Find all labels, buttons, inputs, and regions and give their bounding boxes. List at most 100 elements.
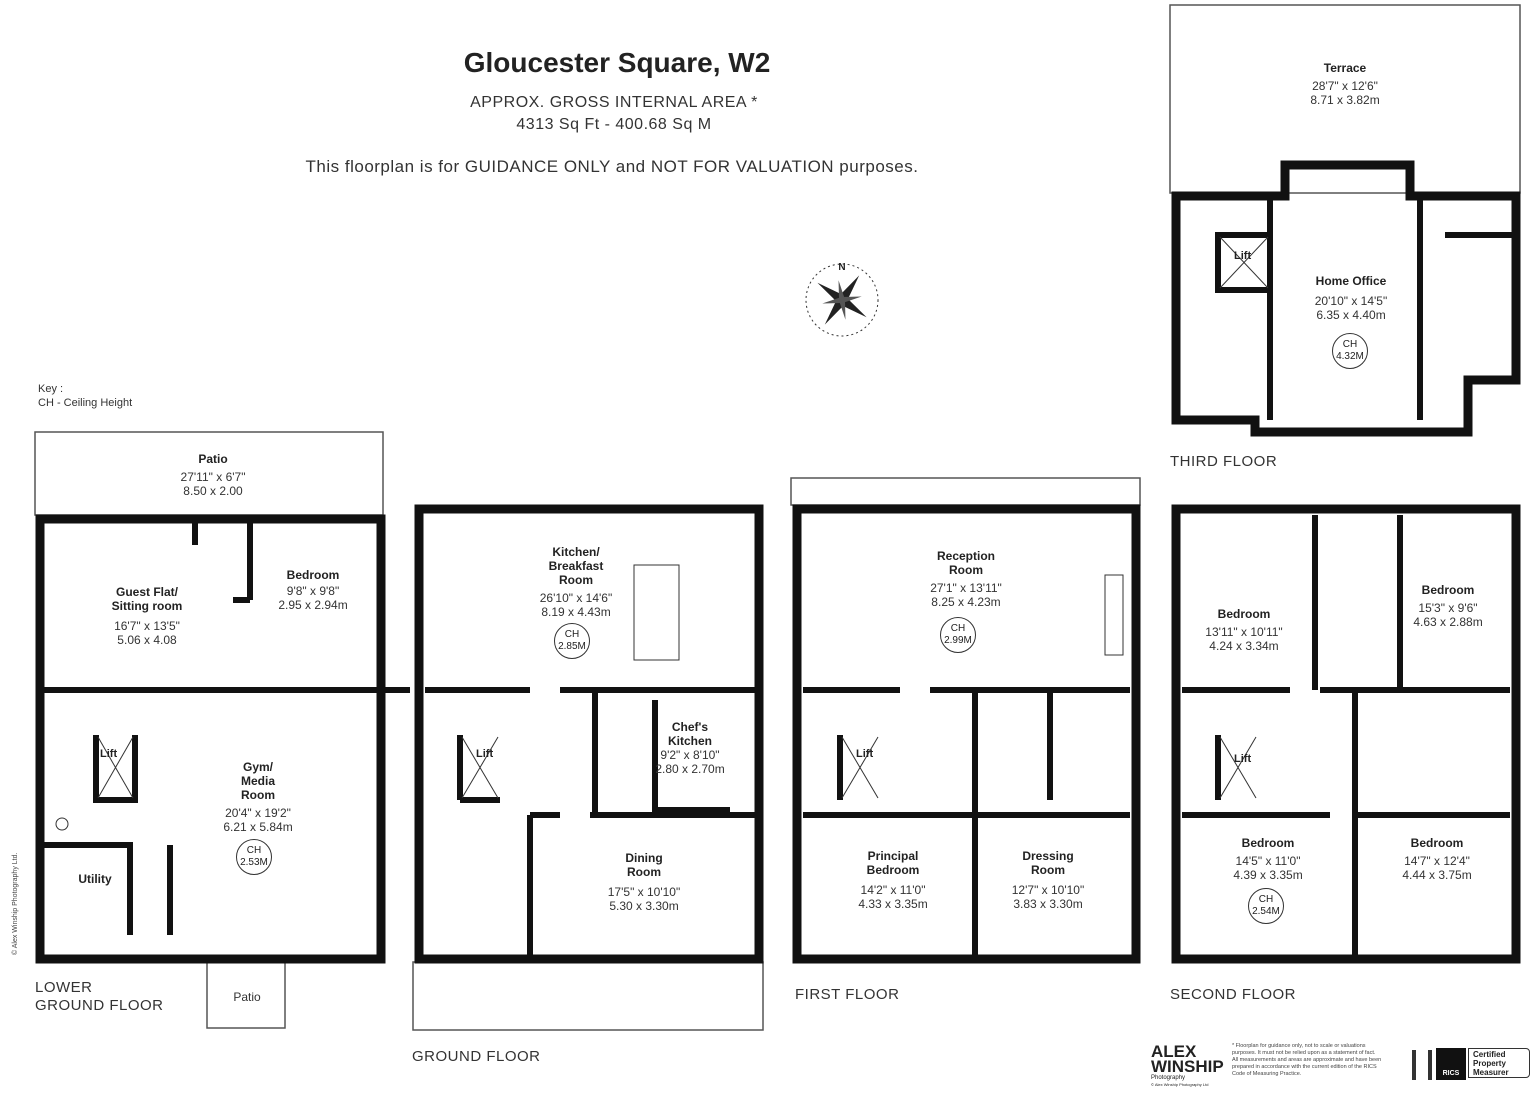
room-metric: 2.80 x 2.70m bbox=[655, 762, 725, 776]
room-gym-media: Gym/ Media Room 20'4" x 19'2" 6.21 x 5.8… bbox=[223, 760, 292, 834]
room-name-line2: Bedroom bbox=[866, 863, 920, 877]
room-metric: 4.63 x 2.88m bbox=[1413, 615, 1483, 629]
floor-label-third: THIRD FLOOR bbox=[1170, 453, 1278, 470]
room-imperial: 20'10" x 14'5" bbox=[1314, 294, 1388, 308]
room-imperial: 13'11" x 10'11" bbox=[1205, 625, 1283, 639]
room-metric: 4.24 x 3.34m bbox=[1209, 639, 1279, 653]
room-name-line2: Room bbox=[1031, 863, 1065, 877]
room-imperial: 15'3" x 9'6" bbox=[1418, 601, 1478, 615]
area-value: 4313 Sq Ft - 400.68 Sq M bbox=[516, 116, 712, 133]
room-name-line2: Sitting room bbox=[111, 599, 183, 613]
room-name: Dining bbox=[625, 851, 663, 865]
room-imperial: 28'7" x 12'6" bbox=[1312, 79, 1378, 93]
room-name: Dressing bbox=[1022, 849, 1074, 863]
rics-logo: RICS bbox=[1436, 1048, 1466, 1080]
room-name: Gym/ bbox=[242, 760, 273, 774]
room-name: Kitchen/ bbox=[552, 545, 600, 559]
ground-walls bbox=[414, 504, 764, 964]
floor-label-ground: GROUND FLOOR bbox=[412, 1048, 541, 1065]
footer-note: * Floorplan for guidance only, not to sc… bbox=[1232, 1043, 1382, 1077]
room-imperial: 27'1" x 13'11" bbox=[930, 581, 1002, 595]
room-imperial: 14'5" x 11'0" bbox=[1235, 854, 1301, 868]
room-name: Bedroom bbox=[1217, 607, 1271, 621]
room-imperial: 26'10" x 14'6" bbox=[539, 591, 613, 605]
lift-label: Lift bbox=[1234, 250, 1252, 262]
room-name: Bedroom bbox=[1410, 836, 1464, 850]
room-reception: Reception Room 27'1" x 13'11" 8.25 x 4.2… bbox=[930, 549, 1002, 609]
room-terrace: Terrace 28'7" x 12'6" 8.71 x 3.82m bbox=[1310, 61, 1379, 107]
room-metric: 5.30 x 3.30m bbox=[609, 899, 679, 913]
room-name: Bedroom bbox=[286, 568, 340, 582]
room-imperial: 9'8" x 9'8" bbox=[286, 584, 340, 598]
compass-north-label: N bbox=[838, 262, 846, 273]
room-imperial: 12'7" x 10'10" bbox=[1011, 883, 1085, 897]
room-name: Guest Flat/ bbox=[115, 585, 179, 599]
room-name-line2: Room bbox=[627, 865, 661, 879]
room-metric: 8.19 x 4.43m bbox=[541, 605, 611, 619]
room-imperial: 20'4" x 19'2" bbox=[225, 806, 291, 820]
terrace-outline bbox=[1169, 4, 1521, 194]
room-dining: Dining Room 17'5" x 10'10" 5.30 x 3.30m bbox=[608, 851, 681, 913]
room-metric: 8.25 x 4.23m bbox=[931, 595, 1001, 609]
room-imperial: 16'7" x 13'5" bbox=[114, 619, 180, 633]
second-walls bbox=[1171, 504, 1521, 964]
lift-label: Lift bbox=[100, 748, 118, 760]
room-second-bedroom-1: Bedroom 13'11" x 10'11" 4.24 x 3.34m bbox=[1205, 607, 1282, 653]
floor-label-first: FIRST FLOOR bbox=[795, 986, 900, 1003]
room-metric: 5.06 x 4.08 bbox=[117, 633, 177, 647]
room-name: Home Office bbox=[1315, 274, 1387, 288]
room-name-line2: Kitchen bbox=[667, 734, 712, 748]
room-second-bedroom-4: Bedroom 14'7" x 12'4" 4.44 x 3.75m bbox=[1402, 836, 1471, 882]
room-metric: 4.44 x 3.75m bbox=[1402, 868, 1472, 882]
lower-ground-walls bbox=[35, 514, 386, 964]
room-imperial: 14'7" x 12'4" bbox=[1404, 854, 1470, 868]
room-metric: 8.50 x 2.00 bbox=[183, 484, 243, 498]
room-lower-patio: Patio 27'11" x 6'7" 8.50 x 2.00 bbox=[181, 452, 246, 498]
room-metric: 4.33 x 3.35m bbox=[858, 897, 928, 911]
room-second-bedroom-3: Bedroom 14'5" x 11'0" 4.39 x 3.35m bbox=[1233, 836, 1302, 882]
room-imperial: 27'11" x 6'7" bbox=[180, 470, 246, 484]
room-principal-bedroom: Principal Bedroom 14'2" x 11'0" 4.33 x 3… bbox=[858, 849, 927, 911]
room-imperial: 14'2" x 11'0" bbox=[860, 883, 926, 897]
room-imperial: 9'2" x 8'10" bbox=[660, 748, 720, 762]
room-name-line2: Breakfast bbox=[548, 559, 604, 573]
room-kitchen-breakfast: Kitchen/ Breakfast Room 26'10" x 14'6" 8… bbox=[540, 545, 613, 619]
lift-label: Lift bbox=[1234, 753, 1252, 765]
room-metric: 2.95 x 2.94m bbox=[278, 598, 348, 612]
page-title: Gloucester Square, W2 bbox=[463, 47, 771, 78]
room-utility: Utility bbox=[78, 872, 112, 886]
room-name: Principal bbox=[867, 849, 919, 863]
room-metric: 4.39 x 3.35m bbox=[1233, 868, 1303, 882]
room-lower-bedroom: Bedroom 9'8" x 9'8" 2.95 x 2.94m bbox=[278, 568, 347, 612]
room-small-patio: Patio bbox=[233, 990, 261, 1004]
room-metric: 8.71 x 3.82m bbox=[1310, 93, 1380, 107]
room-name-line2: Media bbox=[240, 774, 275, 788]
room-home-office: Home Office 20'10" x 14'5" 6.35 x 4.40m bbox=[1315, 274, 1388, 322]
room-metric: 3.83 x 3.30m bbox=[1013, 897, 1083, 911]
compass-rose-icon bbox=[805, 263, 879, 337]
room-name: Patio bbox=[198, 452, 228, 466]
floor-label-second: SECOND FLOOR bbox=[1170, 986, 1297, 1003]
disclaimer: This floorplan is for GUIDANCE ONLY and … bbox=[305, 157, 919, 176]
room-name-line3: Room bbox=[241, 788, 275, 802]
room-name: Bedroom bbox=[1421, 583, 1475, 597]
room-imperial: 17'5" x 10'10" bbox=[607, 885, 681, 899]
key-title: Key : bbox=[38, 383, 64, 395]
room-second-bedroom-2: Bedroom 15'3" x 9'6" 4.63 x 2.88m bbox=[1413, 583, 1482, 629]
third-walls bbox=[1171, 160, 1521, 437]
area-label: APPROX. GROSS INTERNAL AREA * bbox=[470, 94, 758, 111]
room-name: Bedroom bbox=[1241, 836, 1295, 850]
first-walls bbox=[792, 504, 1141, 964]
room-metric: 6.35 x 4.40m bbox=[1316, 308, 1386, 322]
lift-label: Lift bbox=[476, 748, 494, 760]
room-guest-flat: Guest Flat/ Sitting room 16'7" x 13'5" 5… bbox=[112, 585, 183, 647]
room-name-line2: Room bbox=[948, 563, 983, 577]
room-name: Reception bbox=[936, 549, 996, 563]
